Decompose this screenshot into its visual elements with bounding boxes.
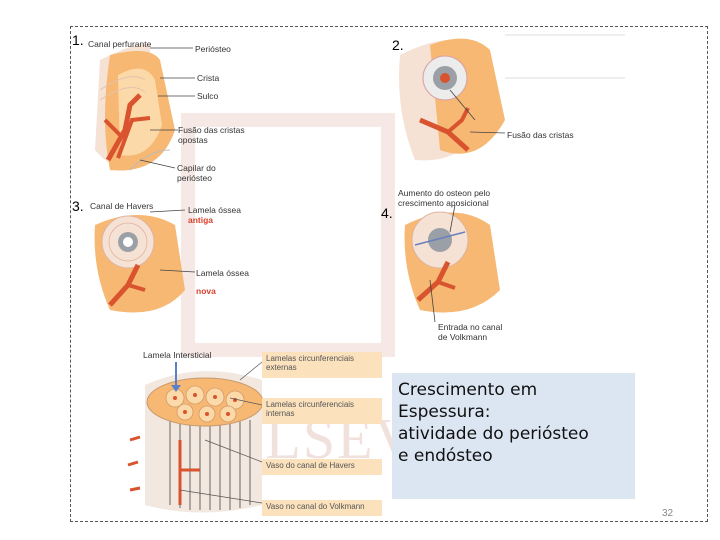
panel-2-drawing: [399, 34, 625, 161]
label-lamela-ossea-nova: Lamela óssea: [196, 268, 249, 278]
step-number-3: 3.: [72, 198, 84, 214]
tag-lamelas-internas: Lamelas circunferenciais internas: [262, 398, 382, 424]
tag-vaso-volkmann: Vaso no canal do Volkmann: [262, 500, 382, 516]
step-number-4: 4.: [381, 205, 393, 221]
callout-line-3: atividade do periósteo: [398, 424, 589, 444]
label-canal-havers: Canal de Havers: [90, 201, 154, 211]
label-periosteo: Periósteo: [195, 44, 231, 54]
panel-4-drawing: [404, 204, 500, 323]
callout-line-1: Crescimento em: [398, 380, 538, 400]
compact-bone-cylinder: [127, 361, 264, 513]
callout-box: Crescimento em Espessura: atividade do p…: [392, 373, 635, 499]
step-number-2: 2.: [392, 37, 404, 53]
label-fusao-cristas: Fusão das cristas: [507, 130, 574, 140]
label-entrada-volkmann: Entrada no canal de Volkmann: [438, 322, 503, 342]
label-lamela-intersticial: Lamela Intersticial: [143, 350, 212, 360]
panel-1-drawing: [95, 44, 195, 171]
label-crista: Crista: [197, 73, 220, 83]
label-canal-perfurante: Canal perfurante: [88, 39, 152, 49]
label-lamela-ossea-antiga: Lamela óssea: [188, 205, 241, 215]
callout-line-4: e endósteo: [398, 446, 493, 466]
panel-3-drawing: [94, 209, 196, 313]
tag-vaso-havers: Vaso do canal de Havers: [262, 459, 382, 475]
label-aumento-osteon: Aumento do osteon pelo crescimento aposi…: [398, 188, 491, 208]
page-number: 32: [662, 508, 674, 519]
slide-frame: [70, 26, 708, 522]
label-antiga: antiga: [188, 215, 214, 225]
label-sulco: Sulco: [197, 91, 219, 101]
tag-lamelas-externas: Lamelas circunferenciais externas: [262, 352, 382, 378]
callout-line-2: Espessura:: [398, 402, 491, 422]
label-fusao-cristas-opostas: Fusão das cristas opostas: [178, 125, 245, 145]
step-number-1: 1.: [72, 32, 84, 48]
label-capilar-periosteo: Capilar do periósteo: [177, 163, 216, 183]
label-nova: nova: [196, 286, 216, 296]
